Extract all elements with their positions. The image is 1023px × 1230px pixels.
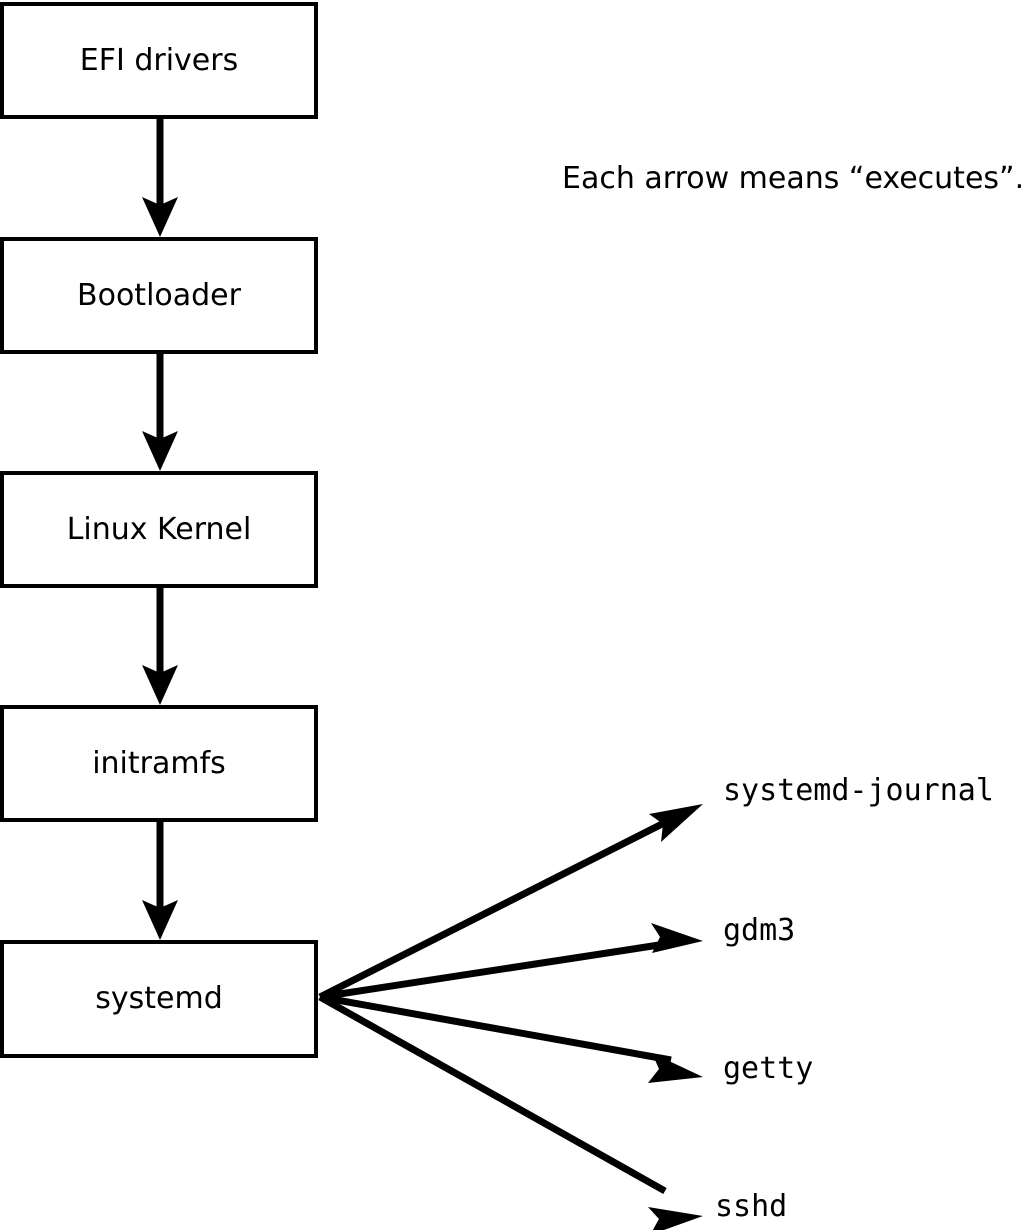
node-label-initramfs: initramfs — [92, 745, 226, 781]
node-initramfs[interactable]: initramfs — [0, 705, 318, 822]
node-label-systemd: systemd — [95, 981, 223, 1016]
node-systemd[interactable]: systemd — [0, 940, 318, 1058]
node-bootloader[interactable]: Bootloader — [0, 237, 318, 354]
chain-arrow-bootloader-to-kernel — [142, 354, 178, 471]
fanout-arrow-gdm3 — [319, 923, 703, 1001]
node-label-efi-drivers: EFI drivers — [79, 42, 239, 78]
service-label-gdm3[interactable]: gdm3 — [723, 913, 796, 948]
node-label-bootloader: Bootloader — [77, 277, 241, 313]
chain-arrow-efi-to-bootloader — [142, 119, 178, 237]
node-label-linux-kernel: Linux Kernel — [66, 511, 252, 547]
fanout-arrow-getty — [319, 993, 703, 1083]
service-label-getty[interactable]: getty — [723, 1051, 814, 1086]
fanout-arrow-sshd — [318, 993, 703, 1230]
service-label-sshd[interactable]: sshd — [715, 1189, 788, 1224]
node-linux-kernel[interactable]: Linux Kernel — [0, 471, 318, 588]
fanout-arrow-systemd-journal — [318, 804, 703, 1001]
node-efi-drivers[interactable]: EFI drivers — [0, 2, 318, 119]
chain-arrow-kernel-to-initramfs — [142, 588, 178, 705]
chain-arrow-initramfs-to-systemd — [142, 822, 178, 940]
service-label-systemd-journal[interactable]: systemd-journal — [723, 773, 994, 808]
legend-note: Each arrow means “executes”. — [562, 161, 1023, 196]
